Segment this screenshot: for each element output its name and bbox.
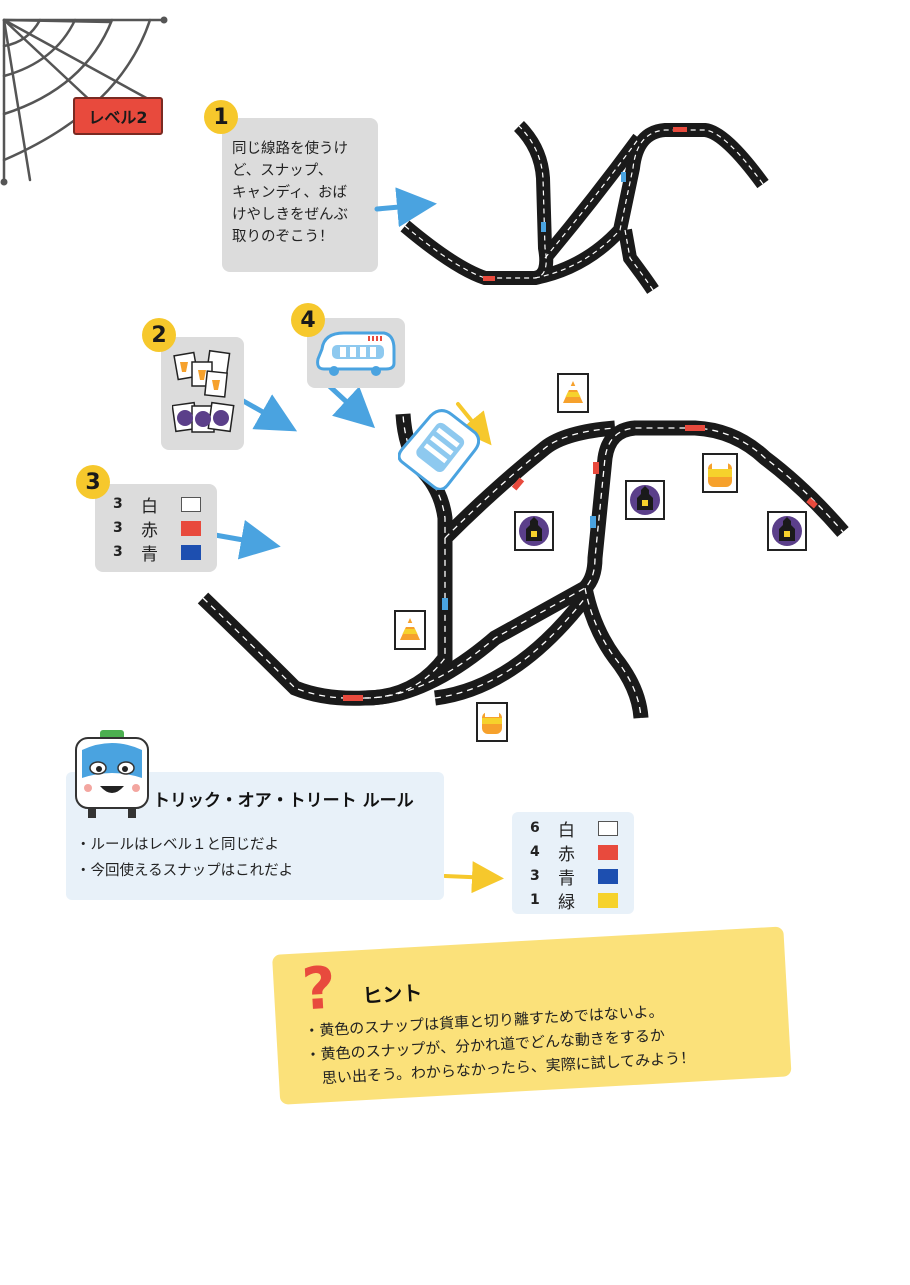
- track-diagram-main: [197, 413, 849, 719]
- snap-list-level: 3 白 3 赤 3 青: [113, 492, 201, 565]
- train-icon: [316, 331, 396, 376]
- candy-corn-icon: [394, 610, 426, 650]
- rules-item: ・今回使えるスナップはこれだよ: [76, 863, 294, 879]
- snap-row-green: 1 緑: [530, 888, 618, 913]
- haunted-house-icon: [625, 480, 665, 520]
- snap-row-white: 3 白: [113, 492, 201, 517]
- swatch-yellow: [598, 892, 618, 908]
- step1-text: 同じ線路を使うけ ど、スナップ、 キャンディ、おば けやしきをぜんぶ 取りのぞこ…: [232, 141, 348, 245]
- step3-number: 3: [76, 465, 110, 499]
- snap-row-red: 3 赤: [113, 516, 201, 541]
- step1-number: 1: [204, 100, 238, 134]
- snap-list-rules: 6 白 4 赤 3 青 1 緑: [530, 816, 618, 913]
- hint-card: ? ヒント ・黄色のスナップは貨車と切り離すためではないよ。 ・黄色のスナップが…: [272, 926, 792, 1105]
- spider-web-icon: [0, 16, 168, 186]
- hint-list: ・黄色のスナップは貨車と切り離すためではないよ。 ・黄色のスナップが、分かれ道で…: [304, 998, 696, 1092]
- question-mark-icon: ?: [300, 953, 338, 1024]
- candy-corn-icon: [702, 453, 738, 493]
- snap-row-blue: 3 青: [530, 864, 618, 889]
- swatch-red: [181, 520, 201, 536]
- candy-corn-icon: [557, 373, 589, 413]
- haunted-house-icon: [514, 511, 554, 551]
- swatch-white: [598, 820, 618, 836]
- swatch-blue: [598, 868, 618, 884]
- hint-title: ヒント: [361, 980, 424, 1008]
- snap-row-white: 6 白: [530, 816, 618, 841]
- level-label: レベル2: [73, 97, 163, 135]
- swatch-white: [181, 496, 201, 512]
- track-diagram-small: [400, 121, 769, 294]
- haunted-house-icon: [767, 511, 807, 551]
- rules-list: ・ルールはレベル１と同じだよ ・今回使えるスナップはこれだよ: [76, 832, 293, 884]
- rules-item: ・ルールはレベル１と同じだよ: [76, 837, 279, 853]
- candy-corn-icon: [476, 702, 508, 742]
- snap-row-red: 4 赤: [530, 840, 618, 865]
- rules-title: トリック・オア・トリート ルール: [153, 791, 414, 811]
- tiles-stack-icon: [172, 349, 235, 433]
- train-on-track-icon: [398, 409, 480, 490]
- swatch-red: [598, 844, 618, 860]
- step2-number: 2: [142, 318, 176, 352]
- robot-train-mascot-icon: [75, 730, 149, 818]
- swatch-blue: [181, 544, 201, 560]
- step4-number: 4: [291, 303, 325, 337]
- step1-card: [222, 118, 378, 272]
- snap-row-blue: 3 青: [113, 540, 201, 565]
